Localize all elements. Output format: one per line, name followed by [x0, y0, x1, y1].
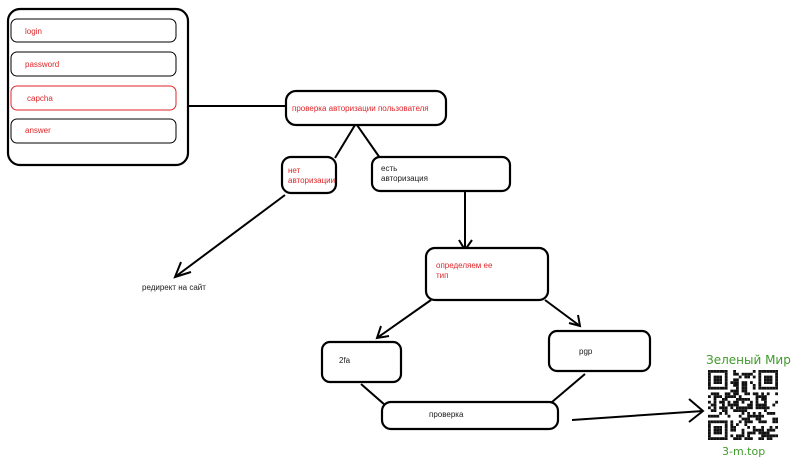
determine-type-node: [424, 246, 550, 302]
no-auth-node: [280, 155, 338, 195]
arrow-to-pgp: [544, 299, 581, 327]
pgp-node: [547, 329, 652, 373]
capcha-field-label: capcha: [27, 94, 53, 103]
connector-auth-to-noauth: [334, 124, 356, 159]
arrow-to-redirect: [174, 194, 286, 278]
arrow-to-2fa: [376, 299, 432, 339]
no-auth-label: нет авторизации: [288, 166, 336, 185]
answer-field[interactable]: [10, 118, 177, 144]
answer-field-label: answer: [25, 126, 51, 135]
arrowhead-pgp: [568, 314, 582, 328]
login-field[interactable]: [10, 18, 177, 43]
password-field[interactable]: [10, 51, 177, 77]
arrowhead-redirect: [173, 261, 192, 279]
pgp-label: pgp: [579, 347, 593, 356]
verify-label: проверка: [429, 410, 464, 419]
arrowhead-2fa: [375, 325, 390, 340]
qr-code-image: [706, 368, 780, 442]
redirect-label: редирект на сайт: [142, 283, 206, 292]
auth-check-label: проверка авторизации пользователя: [292, 104, 429, 113]
capcha-field[interactable]: [10, 85, 177, 111]
login-field-label: login: [25, 27, 42, 36]
has-auth-node: [370, 155, 512, 193]
arrow-to-qr: [571, 410, 704, 421]
has-auth-label: есть авторизация: [381, 164, 428, 183]
twofa-label: 2fa: [339, 356, 351, 365]
watermark-title: Зеленый Мир: [706, 353, 791, 367]
determine-type-label: определяем ее тип: [436, 261, 493, 280]
watermark-url: 3-m.top: [722, 445, 766, 458]
connector-pgp-to-verify: [551, 373, 586, 403]
connector-2fa-to-verify: [360, 383, 386, 406]
twofa-node: [320, 340, 403, 384]
password-field-label: password: [25, 60, 60, 69]
verify-node: [380, 400, 560, 431]
connector-auth-to-hasauth: [356, 124, 381, 159]
arrowhead-qr: [688, 398, 705, 423]
auth-check-node: [284, 89, 448, 127]
